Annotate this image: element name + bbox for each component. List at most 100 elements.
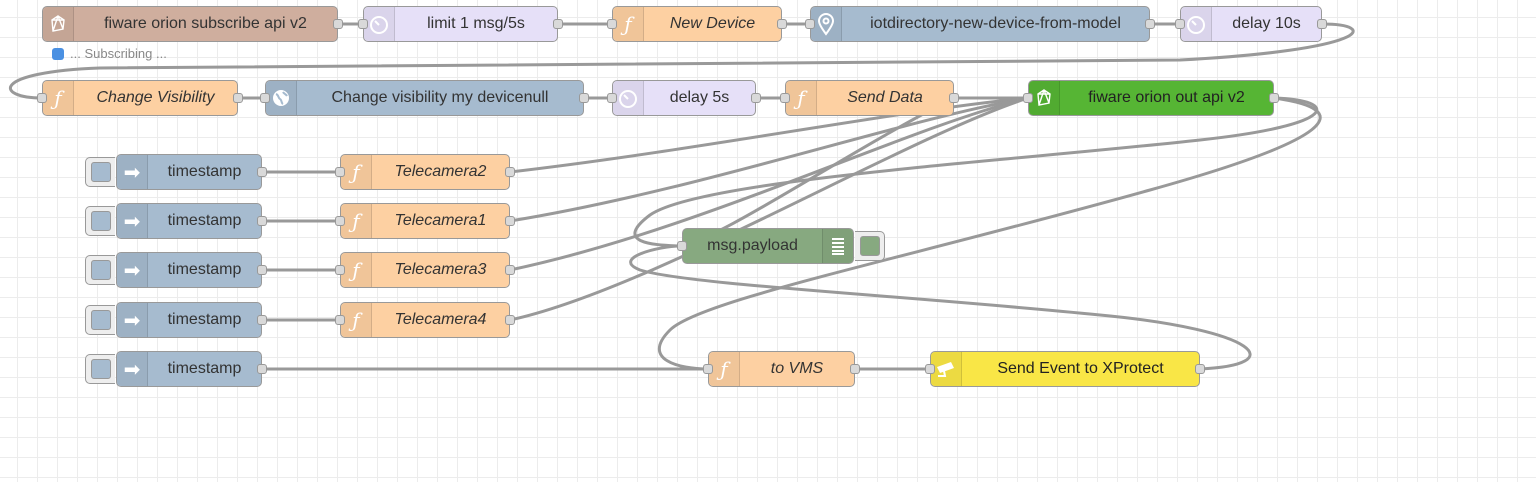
inject-button[interactable] [85,157,115,187]
wire [509,96,1029,223]
node-label: Telecamera1 [394,212,487,229]
output-port[interactable] [257,216,267,226]
change-visibility-my-node[interactable]: Change visibility my devicenull [260,80,589,116]
camera-icon [931,352,962,386]
limit-node[interactable]: limit 1 msg/5s [358,6,563,42]
input-port[interactable] [607,93,617,103]
output-port[interactable] [333,19,343,29]
input-port[interactable] [780,93,790,103]
node-label: fiware orion subscribe api v2 [104,15,307,32]
telecamera3-node[interactable]: ƒ Telecamera3 [335,252,515,288]
node-label: Change Visibility [96,89,215,106]
inject-button[interactable] [85,354,115,384]
output-port[interactable] [579,93,589,103]
function-icon: ƒ [341,303,372,337]
input-port[interactable] [607,19,617,29]
input-port[interactable] [37,93,47,103]
input-port[interactable] [925,364,935,374]
input-port[interactable] [1175,19,1185,29]
input-port[interactable] [335,315,345,325]
telecamera4-node[interactable]: ƒ Telecamera4 [335,302,515,338]
output-port[interactable] [505,265,515,275]
timer-icon [1181,7,1212,41]
node-label: Change visibility my devicenull [331,89,549,106]
input-port[interactable] [703,364,713,374]
iotdirectory-node[interactable]: iotdirectory-new-device-from-model [805,6,1155,42]
inject-button[interactable] [85,305,115,335]
wire [679,96,955,248]
node-label: Telecamera3 [394,261,487,278]
output-port[interactable] [1317,19,1327,29]
input-port[interactable] [335,216,345,226]
node-label: fiware orion out api v2 [1088,89,1245,106]
output-port[interactable] [233,93,243,103]
input-port[interactable] [335,167,345,177]
node-label: msg.payload [707,237,798,254]
input-port[interactable] [805,19,815,29]
output-port[interactable] [553,19,563,29]
output-port[interactable] [1269,93,1279,103]
fiware-out-node[interactable]: fiware orion out api v2 [1023,80,1279,116]
input-port[interactable] [677,241,687,251]
node-label: timestamp [167,261,242,278]
output-port[interactable] [850,364,860,374]
new-device-node[interactable]: ƒ New Device [607,6,787,42]
function-icon: ƒ [613,7,644,41]
node-label: timestamp [167,311,242,328]
inject-node-timestamp[interactable]: ➡ timestamp [85,351,267,387]
debug-toggle-button[interactable] [855,231,885,261]
timer-icon [364,7,395,41]
output-port[interactable] [1195,364,1205,374]
change-visibility-node[interactable]: ƒ Change Visibility [37,80,243,116]
fiware-subscribe-node[interactable]: fiware orion subscribe api v2 [42,6,343,42]
xprotect-node[interactable]: Send Event to XProtect [925,351,1205,387]
function-icon: ƒ [341,253,372,287]
telecamera1-node[interactable]: ƒ Telecamera1 [335,203,515,239]
wire [633,96,1319,248]
function-icon: ƒ [341,155,372,189]
arrow-icon: ➡ [117,352,148,386]
output-port[interactable] [257,364,267,374]
inject-button[interactable] [85,206,115,236]
inject-node-timestamp[interactable]: ➡ timestamp [85,252,267,288]
telecamera2-node[interactable]: ƒ Telecamera2 [335,154,515,190]
node-label: delay 10s [1232,15,1301,32]
output-port[interactable] [1145,19,1155,29]
output-port[interactable] [949,93,959,103]
input-port[interactable] [358,19,368,29]
send-data-node[interactable]: ƒ Send Data [780,80,959,116]
delay10-node[interactable]: delay 10s [1175,6,1327,42]
arrow-icon: ➡ [117,204,148,238]
status-dot [52,47,64,60]
output-port[interactable] [777,19,787,29]
output-port[interactable] [257,265,267,275]
node-label: New Device [669,15,756,32]
node-label: limit 1 msg/5s [427,15,525,32]
input-port[interactable] [260,93,270,103]
node-label: to VMS [770,360,824,377]
list-icon [822,229,853,263]
debug-node-msg-payload[interactable]: msg.payload [677,228,885,264]
inject-node-timestamp[interactable]: ➡ timestamp [85,302,267,338]
to-vms-node[interactable]: ƒ to VMS [703,351,860,387]
function-icon: ƒ [786,81,817,115]
wire [509,96,1029,322]
output-port[interactable] [505,315,515,325]
inject-node-timestamp[interactable]: ➡ timestamp [85,203,267,239]
input-port[interactable] [335,265,345,275]
input-port[interactable] [1023,93,1033,103]
output-port[interactable] [257,315,267,325]
inject-node-timestamp[interactable]: ➡ timestamp [85,154,267,190]
delay5-node[interactable]: delay 5s [607,80,761,116]
node-label: delay 5s [669,89,730,106]
function-icon: ƒ [43,81,74,115]
output-port[interactable] [257,167,267,177]
output-port[interactable] [751,93,761,103]
node-label: iotdirectory-new-device-from-model [870,15,1121,32]
timer-icon [613,81,644,115]
globe-icon [266,81,297,115]
output-port[interactable] [505,216,515,226]
inject-button[interactable] [85,255,115,285]
arrow-icon: ➡ [117,303,148,337]
output-port[interactable] [505,167,515,177]
